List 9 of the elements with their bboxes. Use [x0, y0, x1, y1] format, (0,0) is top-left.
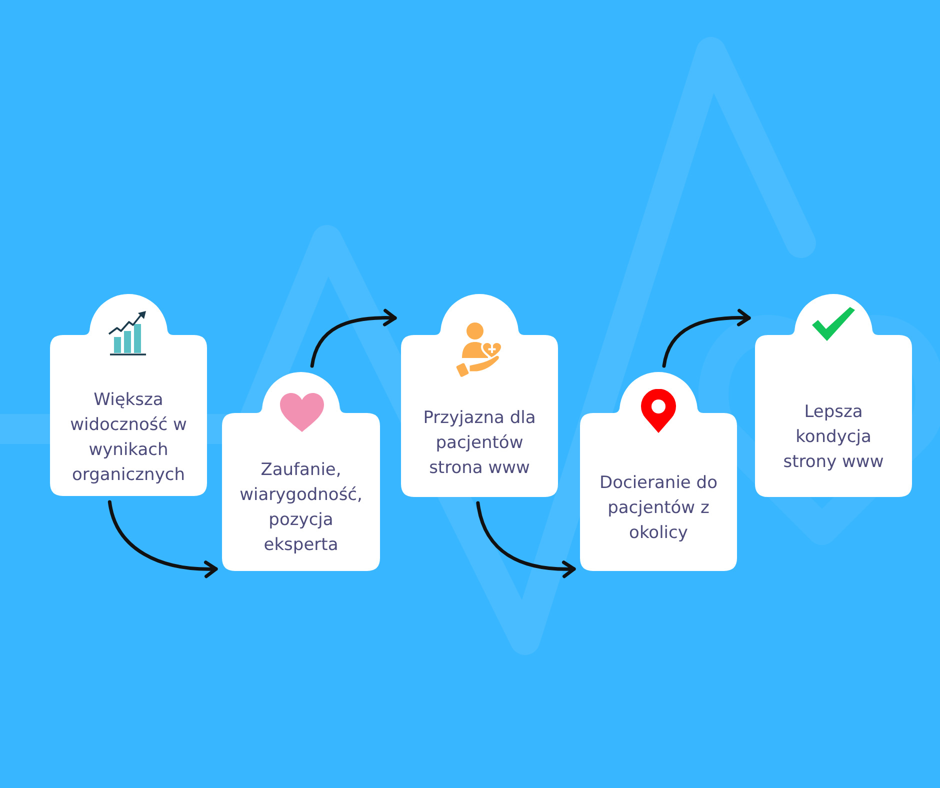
- step-text: Większa widoczność w wynikach organicznych: [69, 389, 188, 487]
- curved-arrow: [108, 500, 218, 578]
- step-text: Lepsza kondycja strony www: [782, 401, 885, 474]
- step-text: Zaufanie, wiarygodność, pozycja eksperta: [238, 459, 364, 557]
- curved-arrow: [310, 309, 397, 368]
- step-text: Docieranie do pacjentów z okolicy: [598, 472, 718, 545]
- curved-arrow: [476, 501, 576, 578]
- curved-arrow: [662, 309, 751, 368]
- step-text: Przyjazna dla pacjentów strona www: [422, 407, 537, 480]
